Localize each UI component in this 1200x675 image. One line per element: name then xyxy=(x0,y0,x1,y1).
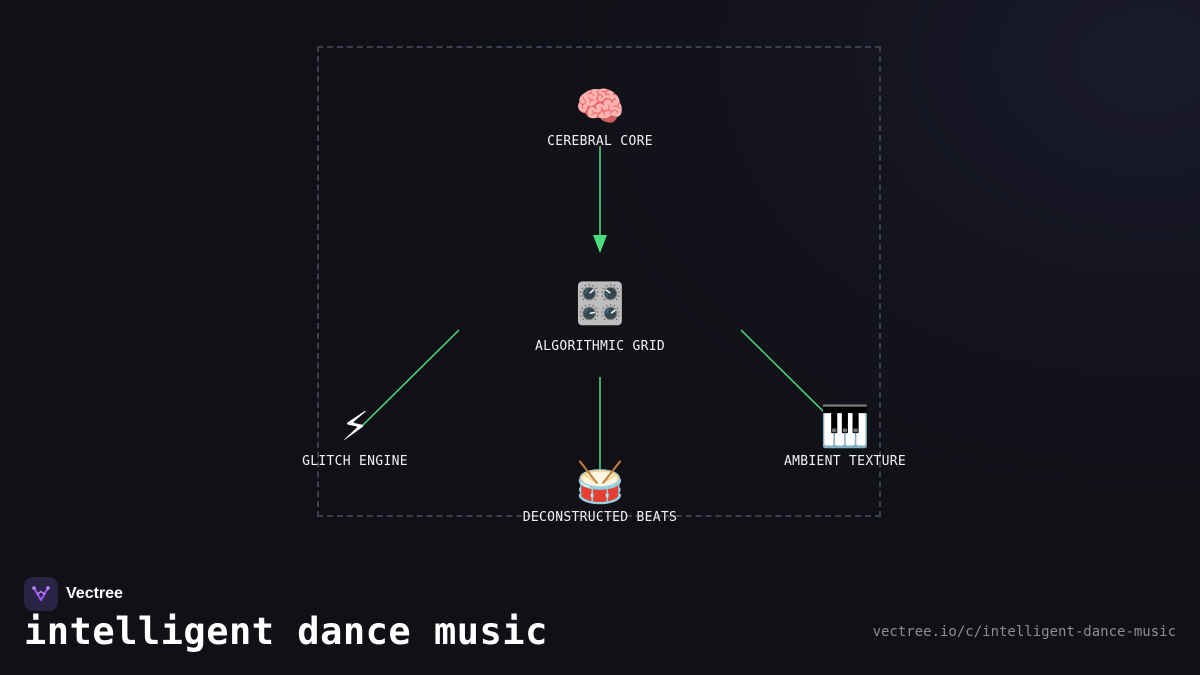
diagram-frame xyxy=(317,46,881,517)
edge-algorithmic-grid-to-ambient-texture xyxy=(740,329,827,415)
piano-keyboard-icon: 🎹 xyxy=(820,404,870,450)
lightning-icon: ⚡ xyxy=(340,404,370,450)
node-label: CEREBRAL CORE xyxy=(547,134,653,149)
node-deconstructed-beats: 🥁 DECONSTRUCTED BEATS xyxy=(490,456,710,525)
node-label: GLITCH ENGINE xyxy=(302,454,408,469)
node-algorithmic-grid: 🎛️ ALGORITHMIC GRID xyxy=(490,277,710,354)
node-label: AMBIENT TEXTURE xyxy=(784,454,906,469)
brain-icon: 🧠 xyxy=(575,84,625,130)
control-knobs-icon: 🎛️ xyxy=(575,281,625,327)
page-title: intelligent dance music xyxy=(24,610,548,653)
node-label: ALGORITHMIC GRID xyxy=(534,339,666,354)
edge-algorithmic-grid-to-glitch-engine xyxy=(361,329,460,427)
brand[interactable]: Vectree xyxy=(24,577,123,611)
node-ambient-texture: 🎹 AMBIENT TEXTURE xyxy=(735,400,955,469)
node-label: DECONSTRUCTED BEATS xyxy=(522,510,678,525)
page-url[interactable]: vectree.io/c/intelligent-dance-music xyxy=(872,624,1176,640)
edge-arrowhead xyxy=(593,235,607,253)
node-cerebral-core: 🧠 CEREBRAL CORE xyxy=(490,80,710,149)
node-glitch-engine: ⚡ GLITCH ENGINE xyxy=(245,400,465,469)
vectree-logo-icon xyxy=(24,577,58,611)
drum-icon: 🥁 xyxy=(575,460,625,506)
brand-name: Vectree xyxy=(66,585,123,602)
